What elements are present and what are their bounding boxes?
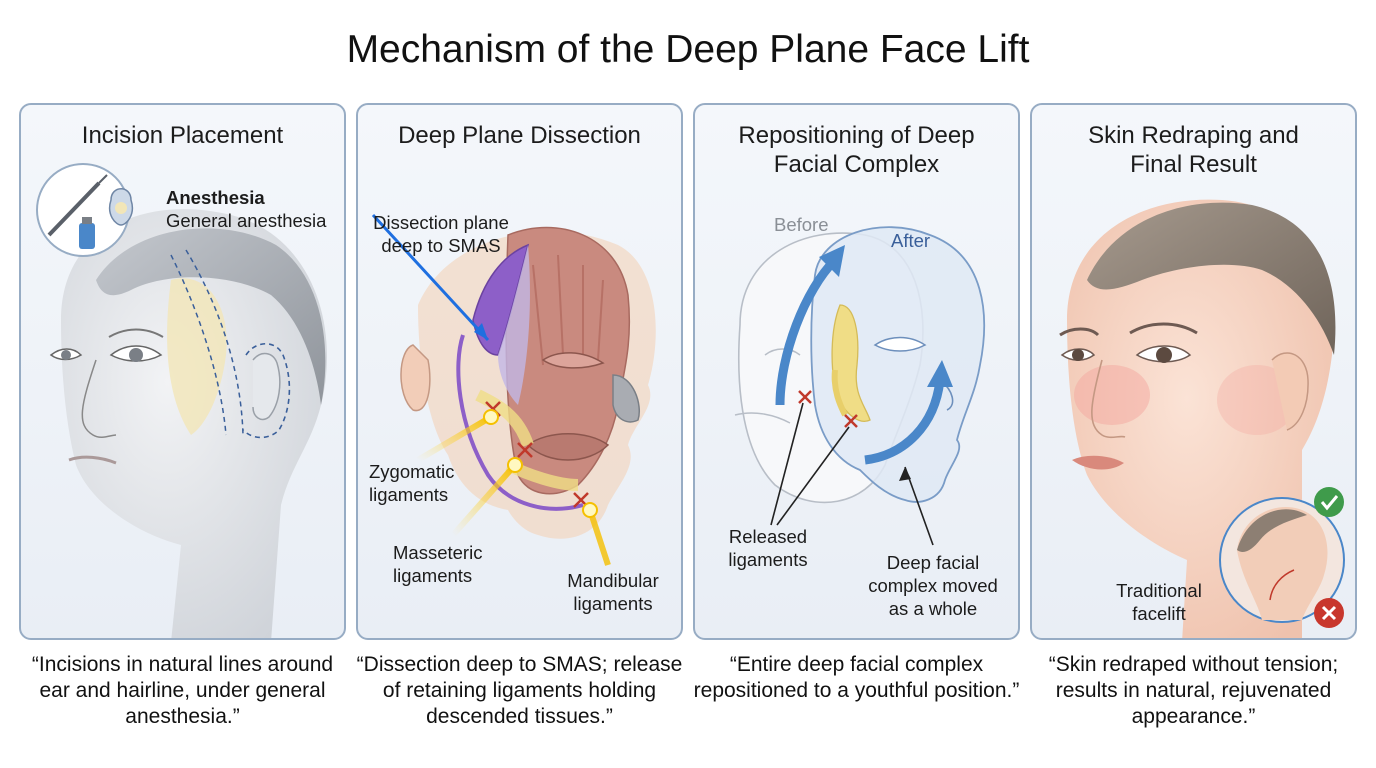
anesthesia-heading: Anesthesia — [166, 187, 265, 208]
panel-incision-placement: Incision Placement Anesthesia — [19, 103, 346, 640]
dissection-anatomy-illustration — [371, 213, 656, 566]
before-label: Before — [774, 214, 829, 235]
repositioning-before-after-illustration — [734, 226, 985, 546]
panel-deep-plane-dissection: Deep Plane Dissection — [356, 103, 683, 640]
panel-title: Incision Placement — [81, 122, 284, 149]
incision-face-illustration — [36, 163, 327, 638]
caption-incision: “Incisions in natural lines around ear a… — [31, 653, 334, 728]
anesthesia-type: General anesthesia — [166, 210, 327, 231]
caption-repositioning: “Entire deep facial complex repositioned… — [693, 653, 1020, 702]
final-result-face-illustration — [1059, 199, 1345, 638]
panel-title: Deep Plane Dissection — [398, 122, 641, 149]
caption-redraping: “Skin redraped without tension; results … — [1048, 653, 1339, 728]
caption-dissection: “Dissection deep to SMAS; release of ret… — [356, 653, 683, 728]
page-title: Mechanism of the Deep Plane Face Lift — [346, 28, 1030, 71]
after-label: After — [891, 230, 931, 251]
